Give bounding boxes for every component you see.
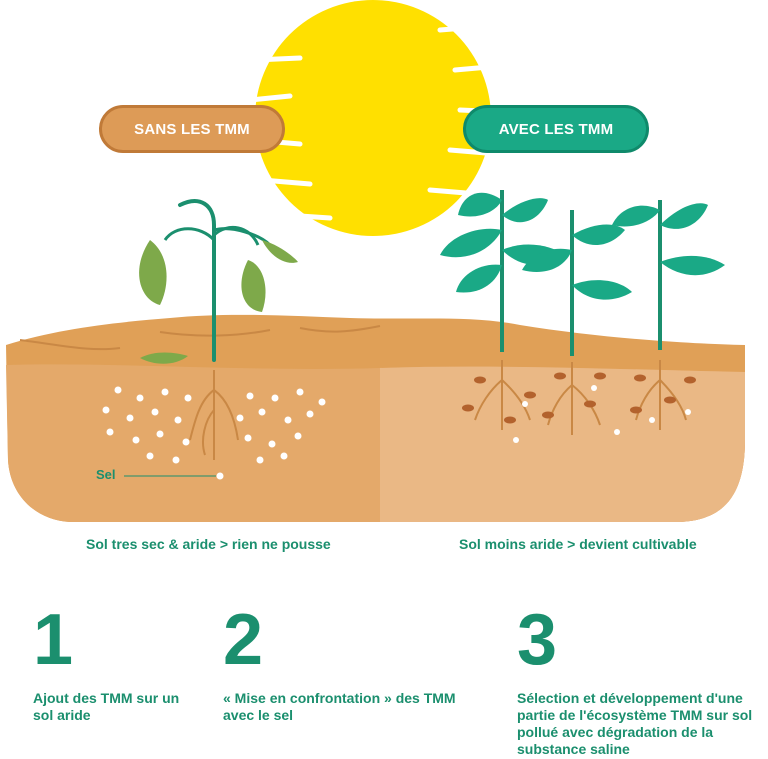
with-tmm-label: AVEC LES TMM — [463, 105, 649, 153]
caption-with-tmm: Sol moins aride > devient cultivable — [459, 536, 697, 552]
healthy-plants — [440, 190, 725, 356]
roots — [189, 360, 687, 460]
step-2-text: « Mise en confrontation » des TMM avec l… — [223, 690, 456, 723]
wilted-plant — [139, 199, 298, 364]
step-1-text: Ajout des TMM sur un sol aride — [33, 690, 180, 723]
remaining-salt — [513, 385, 691, 443]
step-3-text: Sélection et développement d'une partie … — [517, 690, 753, 757]
step-2-number: 2 — [223, 600, 264, 680]
salt-particles — [102, 386, 326, 480]
tmm-microbes — [462, 372, 696, 424]
without-tmm-label: SANS LES TMM — [99, 105, 285, 153]
step-1-number: 1 — [33, 600, 74, 680]
caption-without-tmm: Sol tres sec & aride > rien ne pousse — [86, 536, 331, 552]
soil-block — [6, 314, 745, 522]
illustration — [6, 0, 745, 522]
step-3-number: 3 — [517, 600, 558, 680]
salt-label: Sel — [96, 467, 116, 482]
